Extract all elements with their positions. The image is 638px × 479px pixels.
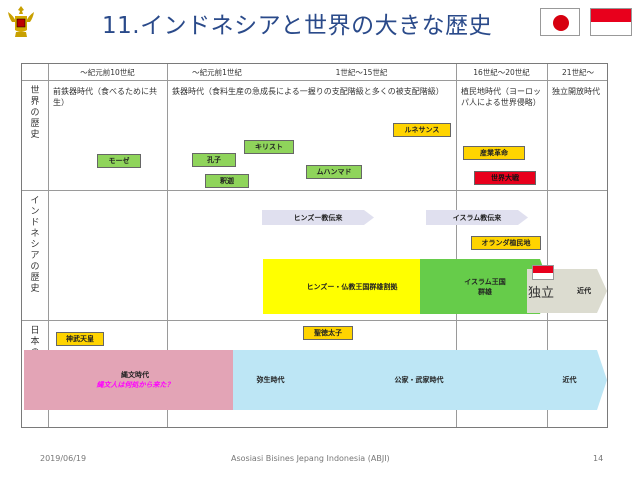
muhammad-label: ムハンマド xyxy=(306,165,362,179)
world-war-label: 世界大戦 xyxy=(474,171,536,185)
renaissance-label: ルネサンス xyxy=(393,123,451,137)
column-header: 16世紀〜20世紀 xyxy=(473,68,530,77)
jomon-period-label: 縄文時代 xyxy=(121,371,149,379)
islam-kingdoms-label: イスラム王国 xyxy=(464,277,506,286)
footer-organization: Asosiasi Bisines Jepang Indonesia (ABJI) xyxy=(231,454,390,463)
industrial-revolution-label: 産業革命 xyxy=(463,146,525,160)
world-era-prehistoric: 前鉄器時代（食べるために共生） xyxy=(53,87,157,107)
independence-label: 独立 xyxy=(528,286,555,301)
jomon-origin-question: 縄文人は何処から来た？ xyxy=(96,381,174,389)
jomon-period-arrow: 縄文時代 縄文人は何処から来た？ xyxy=(24,350,246,410)
indonesia-flag-icon xyxy=(590,8,632,36)
history-table: 〜紀元前10世紀 〜紀元前1世紀 1世紀〜15世紀 16世紀〜20世紀 21世紀… xyxy=(21,63,608,428)
hindu-spread-arrow: ヒンズー教伝来 xyxy=(262,210,374,225)
world-era-independence: 独立開放時代 xyxy=(552,87,600,96)
moses-label: モーゼ xyxy=(97,154,141,168)
row-header-indonesia: インドネシアの歴史 xyxy=(30,196,40,294)
world-era-iron: 鉄器時代（食料生産の急成長による一握りの支配階級と多くの被支配階級） xyxy=(172,87,444,96)
confucius-label: 孔子 xyxy=(192,153,236,167)
modern-japan-arrow: 近代 xyxy=(532,350,607,410)
footer-date: 2019/06/19 xyxy=(40,454,87,463)
japan-flag-icon xyxy=(540,8,580,36)
world-era-colonial: 植民地時代（ヨーロッパ人による世界侵略） xyxy=(461,87,541,107)
prince-shotoku-label: 聖徳太子 xyxy=(303,326,353,340)
shakyamuni-label: 釈迦 xyxy=(205,174,249,188)
column-header: 1世紀〜15世紀 xyxy=(335,68,388,77)
column-header: 〜紀元前10世紀 xyxy=(80,68,135,77)
row-header-world: 世界の歴史 xyxy=(30,86,40,140)
footer-page-number: 14 xyxy=(593,454,604,463)
page-title: 11.インドネシアと世界の大きな歴史 xyxy=(102,13,493,39)
islam-kingdoms-label-2: 群雄 xyxy=(478,287,492,296)
column-header: 21世紀〜 xyxy=(561,68,595,77)
column-header: 〜紀元前1世紀 xyxy=(192,68,242,77)
kuge-buke-period-arrow: 公家・武家時代 xyxy=(294,350,544,410)
christ-label: キリスト xyxy=(244,140,294,154)
independence-flag-icon xyxy=(532,265,554,280)
garuda-emblem-icon xyxy=(8,6,34,37)
emperor-jimmu-label: 神武天皇 xyxy=(56,332,104,346)
islam-spread-arrow: イスラム教伝来 xyxy=(426,210,528,225)
hindu-buddhist-kingdoms-arrow: ヒンズー・仏教王国群雄割拠 xyxy=(263,259,441,314)
dutch-colony-label: オランダ植民地 xyxy=(471,236,541,250)
